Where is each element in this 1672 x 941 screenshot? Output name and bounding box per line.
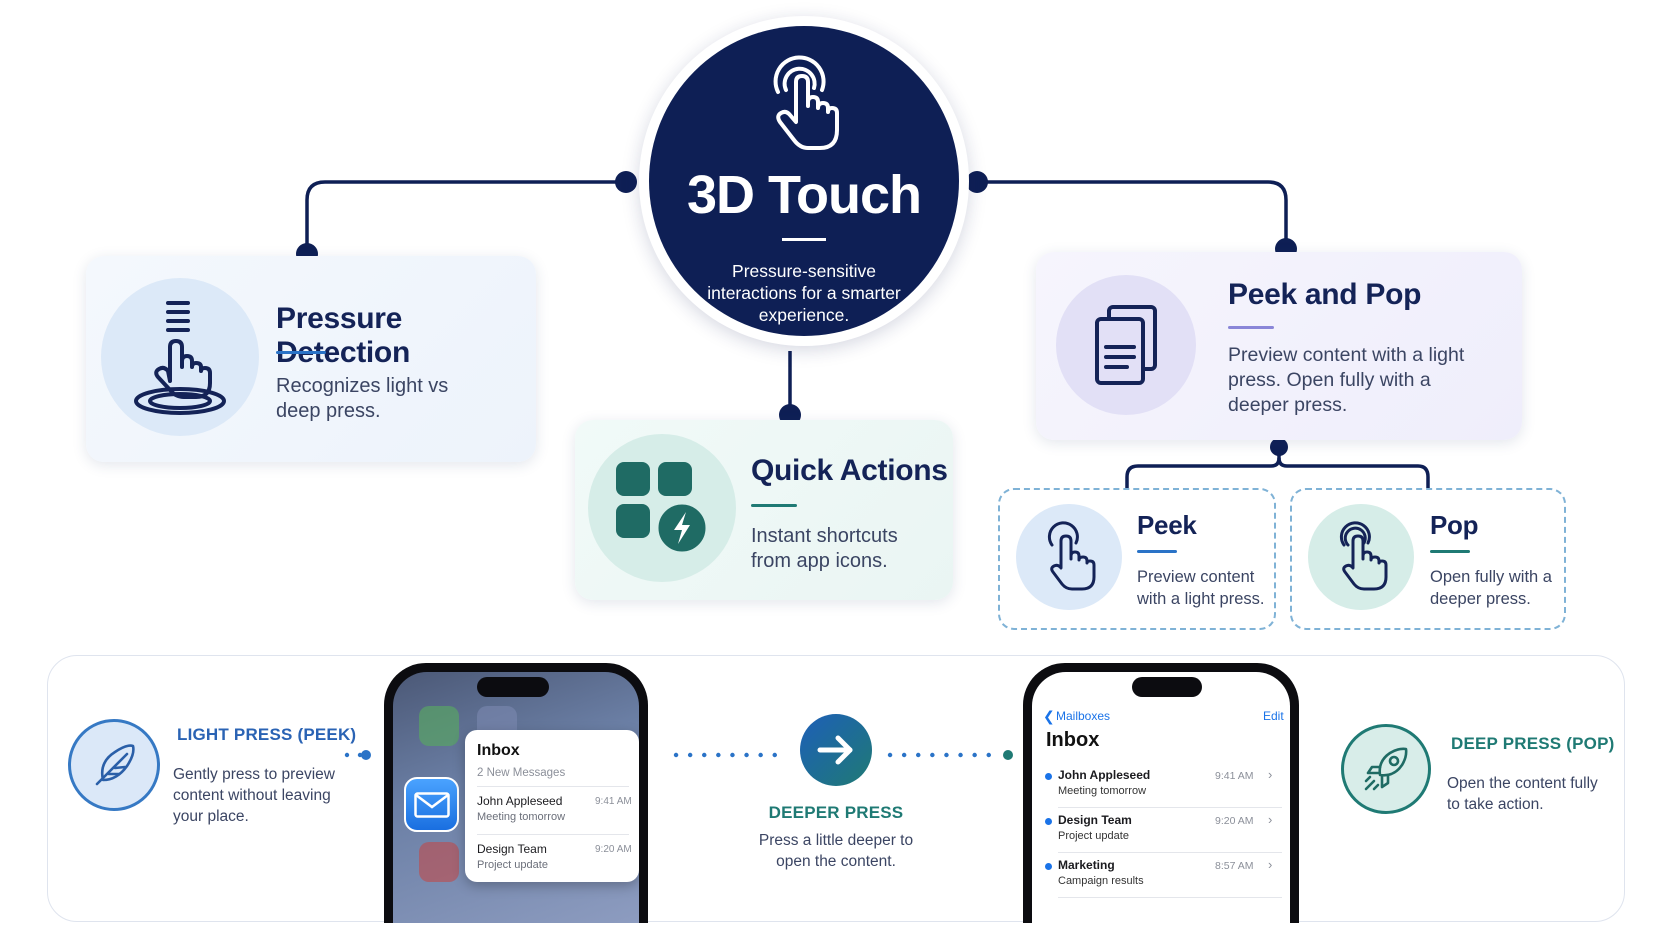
mail-row-sub: Project update bbox=[1058, 830, 1129, 842]
hub-title: 3D Touch bbox=[687, 165, 922, 225]
phone-pop-screen: ❮ Mailboxes Edit Inbox John Appleseed Me… bbox=[1032, 672, 1290, 923]
quick-actions-desc: Instant shortcuts from app icons. bbox=[751, 525, 898, 572]
app-icon-blur bbox=[419, 842, 459, 882]
popup-divider bbox=[477, 834, 629, 835]
mail-app-icon[interactable] bbox=[404, 777, 459, 832]
unread-dot bbox=[1045, 863, 1052, 870]
quick-actions-rule bbox=[751, 504, 797, 507]
peek-and-pop-icon-circle bbox=[1056, 275, 1196, 415]
popup-row-time: 9:41 AM bbox=[595, 796, 632, 807]
quick-actions-card: Quick Actions Instant shortcuts from app… bbox=[575, 420, 953, 600]
touch-icon bbox=[773, 55, 839, 150]
popup-row-sub: Meeting tomorrow bbox=[477, 811, 566, 823]
app-icon-blur bbox=[419, 706, 459, 746]
inbox-title: Inbox bbox=[1046, 729, 1100, 751]
pop-rule bbox=[1430, 550, 1470, 553]
popup-title: Inbox bbox=[477, 742, 520, 759]
phone-notch bbox=[1132, 677, 1202, 697]
pressure-detection-desc: Recognizes light vs deep press. bbox=[276, 375, 449, 422]
light-press-text: Gently press to preview content without … bbox=[173, 766, 335, 825]
popup-subtitle: 2 New Messages bbox=[477, 767, 566, 779]
edit-link[interactable]: Edit bbox=[1263, 709, 1284, 723]
chevron-right-icon: › bbox=[1268, 812, 1273, 827]
pop-desc: Open fully with a deeper press. bbox=[1430, 568, 1552, 608]
hub: 3D Touch Pressure-sensitive interactions… bbox=[639, 16, 969, 346]
phone-notch bbox=[477, 677, 549, 697]
peek-preview-popup[interactable]: Inbox 2 New Messages John Appleseed Meet… bbox=[465, 730, 639, 882]
mail-row-sub: Meeting tomorrow bbox=[1058, 785, 1147, 797]
mail-row-name: Design Team bbox=[1058, 813, 1132, 827]
phone-peek-screen: Inbox 2 New Messages John Appleseed Meet… bbox=[393, 672, 639, 923]
hub-divider bbox=[782, 238, 826, 241]
deeper-press-icon-circle bbox=[800, 714, 872, 786]
tap-finger-icon bbox=[1339, 521, 1388, 591]
mail-row[interactable]: John Appleseed Meeting tomorrow 9:41 AM … bbox=[1032, 767, 1290, 811]
flow-dots bbox=[344, 750, 1013, 760]
back-chevron-icon[interactable]: ❮ bbox=[1043, 708, 1055, 724]
hub-circle: 3D Touch Pressure-sensitive interactions… bbox=[649, 26, 959, 336]
tap-finger-icon bbox=[1047, 521, 1096, 591]
pressure-detection-title: Pressure Detection bbox=[276, 302, 410, 369]
mail-row-time: 8:57 AM bbox=[1215, 860, 1254, 872]
pressure-detection-card: Pressure Detection Recognizes light vs d… bbox=[86, 256, 536, 462]
peek-and-pop-card: Peek and Pop Preview content with a ligh… bbox=[1036, 252, 1522, 440]
popup-row-sub: Project update bbox=[477, 859, 548, 871]
popup-row-name: Design Team bbox=[477, 842, 547, 856]
popup-row-name: John Appleseed bbox=[477, 794, 563, 808]
mail-row-sub: Campaign results bbox=[1058, 875, 1144, 887]
phone-pop: ❮ Mailboxes Edit Inbox John Appleseed Me… bbox=[1023, 663, 1299, 923]
row-divider bbox=[1058, 852, 1282, 853]
popup-row-time: 9:20 AM bbox=[595, 844, 632, 855]
peek-card: Peek Preview content with a light press. bbox=[998, 488, 1276, 630]
peek-icon-circle bbox=[1016, 504, 1122, 610]
pop-icon-circle bbox=[1308, 504, 1414, 610]
unread-dot bbox=[1045, 818, 1052, 825]
mail-row-time: 9:20 AM bbox=[1215, 815, 1254, 827]
mail-row[interactable]: Marketing Campaign results 8:57 AM › bbox=[1032, 857, 1290, 901]
rocket-icon bbox=[1364, 747, 1408, 791]
peek-title: Peek bbox=[1137, 510, 1197, 540]
chevron-right-icon: › bbox=[1268, 857, 1273, 872]
popup-divider bbox=[477, 786, 629, 787]
peek-and-pop-title: Peek and Pop bbox=[1228, 278, 1422, 311]
hub-subtitle: Pressure-sensitive interactions for a sm… bbox=[707, 261, 901, 325]
peek-and-pop-desc: Preview content with a light press. Open… bbox=[1228, 344, 1465, 416]
quick-actions-icon-circle bbox=[588, 434, 736, 582]
deeper-press-text: Press a little deeper to open the conten… bbox=[758, 832, 914, 870]
mail-row-name: Marketing bbox=[1058, 858, 1115, 872]
mail-row[interactable]: Design Team Project update 9:20 AM › bbox=[1032, 812, 1290, 856]
deep-press-heading: DEEP PRESS (POP) bbox=[1451, 734, 1615, 753]
pressure-detection-rule bbox=[276, 351, 326, 354]
peek-desc: Preview content with a light press. bbox=[1137, 568, 1265, 608]
mail-row-time: 9:41 AM bbox=[1215, 770, 1254, 782]
deeper-press-heading: DEEPER PRESS bbox=[768, 803, 904, 822]
light-press-heading: LIGHT PRESS (PEEK) bbox=[177, 725, 357, 744]
pressure-finger-icon bbox=[134, 301, 226, 415]
popup-row[interactable]: Design Team Project update 9:20 AM bbox=[465, 838, 639, 880]
unread-dot bbox=[1045, 773, 1052, 780]
chevron-right-icon: › bbox=[1268, 767, 1273, 782]
bottom-flow-panel: LIGHT PRESS (PEEK) Gently press to previ… bbox=[47, 655, 1625, 923]
feather-icon bbox=[95, 744, 135, 786]
app-grid-bolt-icon bbox=[616, 462, 711, 557]
pop-title: Pop bbox=[1430, 510, 1479, 540]
phone-peek: Inbox 2 New Messages John Appleseed Meet… bbox=[384, 663, 648, 923]
envelope-icon bbox=[413, 791, 450, 818]
arrow-right-icon bbox=[817, 735, 853, 765]
pressure-icon-circle bbox=[101, 278, 259, 436]
popup-row[interactable]: John Appleseed Meeting tomorrow 9:41 AM bbox=[465, 790, 639, 832]
mail-row-name: John Appleseed bbox=[1058, 768, 1151, 782]
documents-icon bbox=[1095, 305, 1157, 385]
light-press-icon-circle bbox=[68, 719, 160, 811]
deep-press-text: Open the content fully to take action. bbox=[1447, 775, 1598, 813]
row-divider bbox=[1058, 807, 1282, 808]
mailboxes-link[interactable]: Mailboxes bbox=[1056, 709, 1111, 723]
deep-press-icon-circle bbox=[1341, 724, 1431, 814]
row-divider bbox=[1058, 897, 1282, 898]
peek-and-pop-rule bbox=[1228, 326, 1274, 329]
pop-card: Pop Open fully with a deeper press. bbox=[1290, 488, 1566, 630]
quick-actions-title: Quick Actions bbox=[751, 454, 948, 487]
peek-rule bbox=[1137, 550, 1177, 553]
